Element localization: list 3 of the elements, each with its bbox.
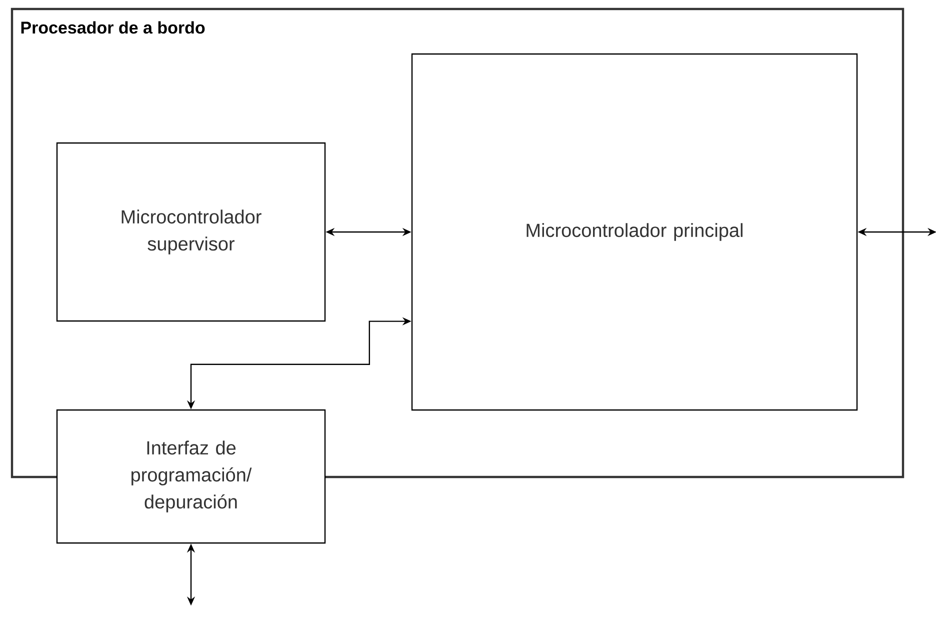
process-box: Microcontrolador supervisor xyxy=(56,142,326,322)
process-box: Interfaz de programación/ depuración xyxy=(56,409,326,544)
process-box: Microcontrolador principal xyxy=(411,53,858,411)
